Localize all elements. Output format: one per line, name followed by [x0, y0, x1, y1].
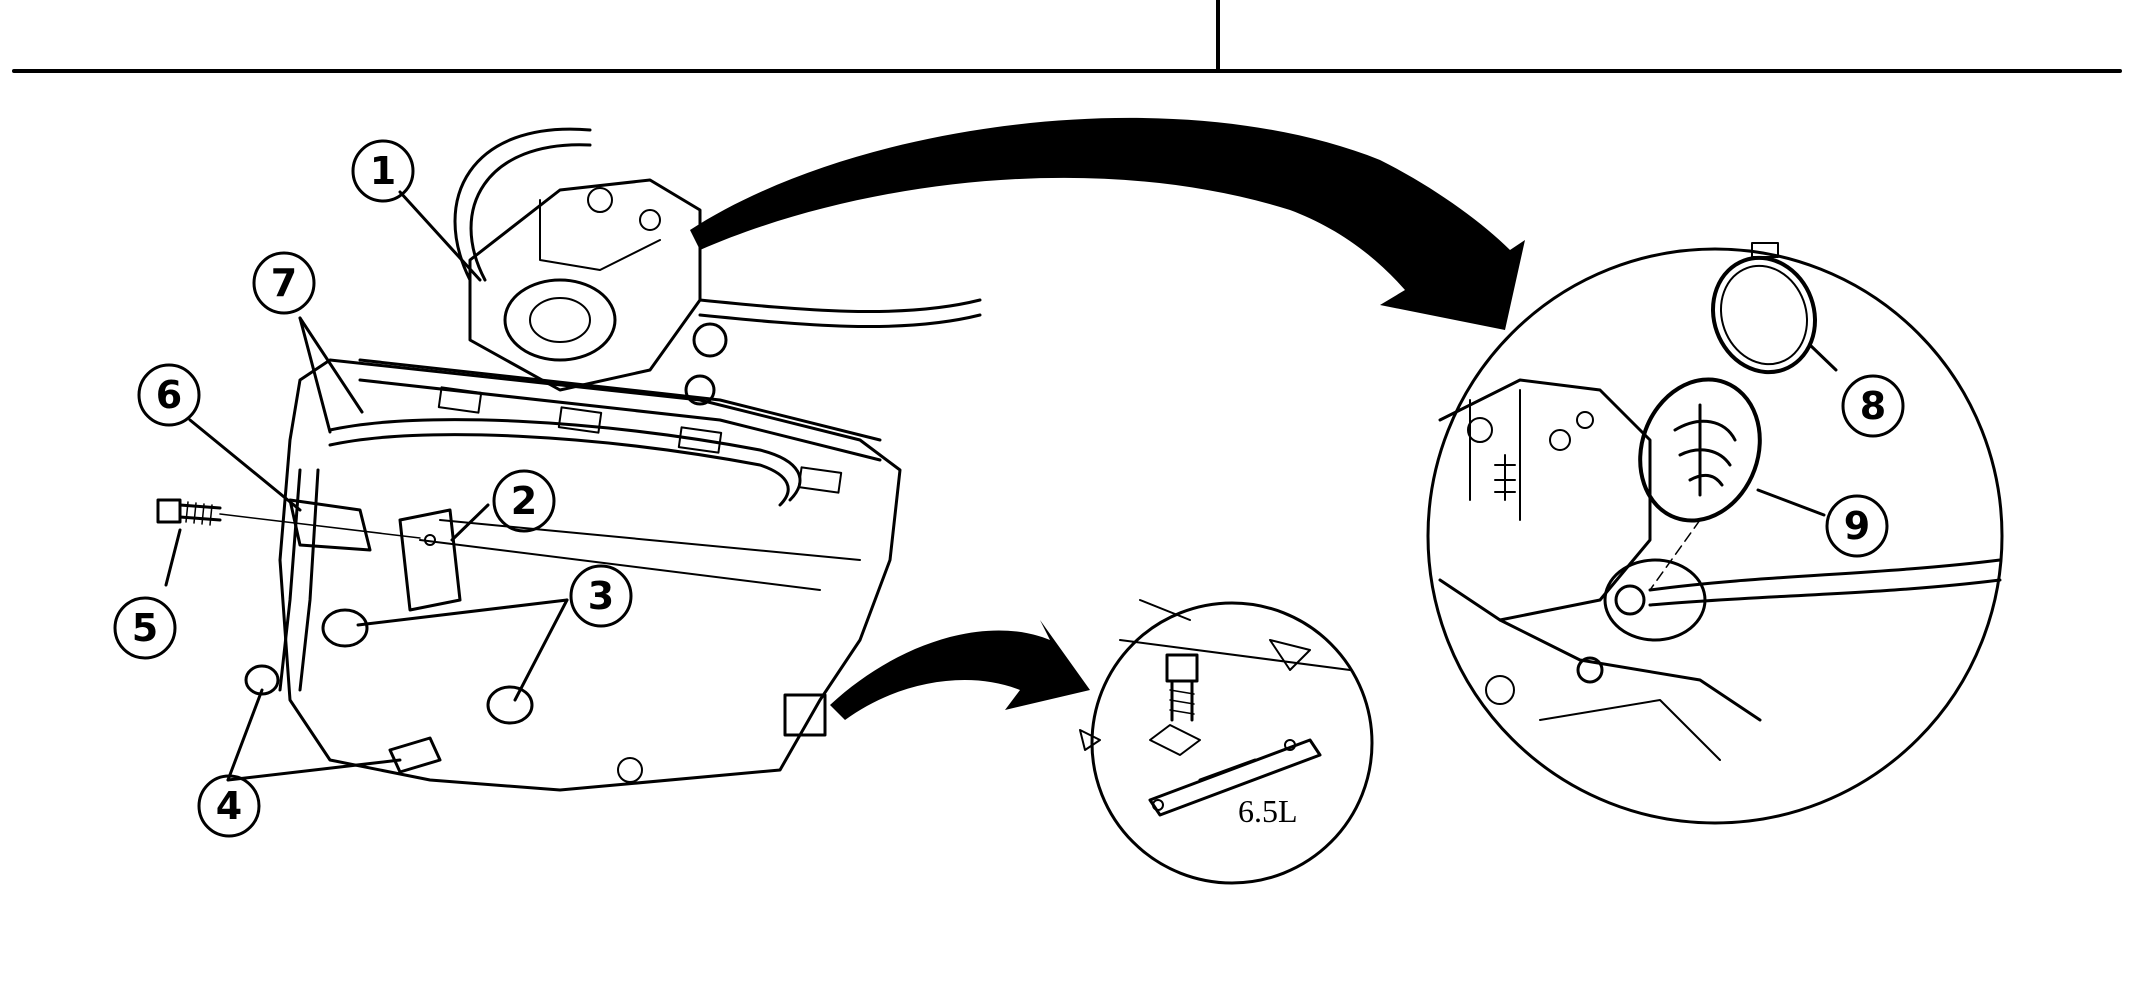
- callout-number: 6: [156, 373, 182, 417]
- callout-number: 2: [511, 479, 537, 523]
- magnify-arrow-large: [690, 117, 1525, 330]
- callout-7: 7: [252, 251, 316, 315]
- callout-number: 1: [370, 149, 396, 193]
- callout-number: 5: [132, 606, 158, 650]
- callout-2: 2: [492, 469, 556, 533]
- callout-6: 6: [137, 363, 201, 427]
- callout-8: 8: [1841, 374, 1905, 438]
- callout-number: 3: [588, 574, 614, 618]
- callout-3: 3: [569, 564, 633, 628]
- callout-number: 7: [271, 261, 297, 305]
- detail-circle-pump: [1426, 242, 2004, 825]
- bolt-part: [156, 498, 421, 539]
- callout-1: 1: [351, 139, 415, 203]
- callout-9: 9: [1825, 494, 1889, 558]
- magnify-arrow-small: [830, 620, 1090, 720]
- callout-number: 9: [1844, 504, 1870, 548]
- hose-clamp-part: [1710, 242, 1818, 375]
- callout-number: 8: [1860, 384, 1886, 428]
- detail-inset-6-5l: 6.5L: [1079, 599, 1374, 885]
- grommet-part: [1638, 377, 1762, 591]
- inset-label: 6.5L: [1238, 793, 1298, 829]
- callout-4: 4: [197, 774, 261, 838]
- leader-lines: [164, 190, 1838, 782]
- callout-5: 5: [113, 596, 177, 660]
- header-rule: [12, 0, 2122, 73]
- callout-number: 4: [216, 784, 242, 828]
